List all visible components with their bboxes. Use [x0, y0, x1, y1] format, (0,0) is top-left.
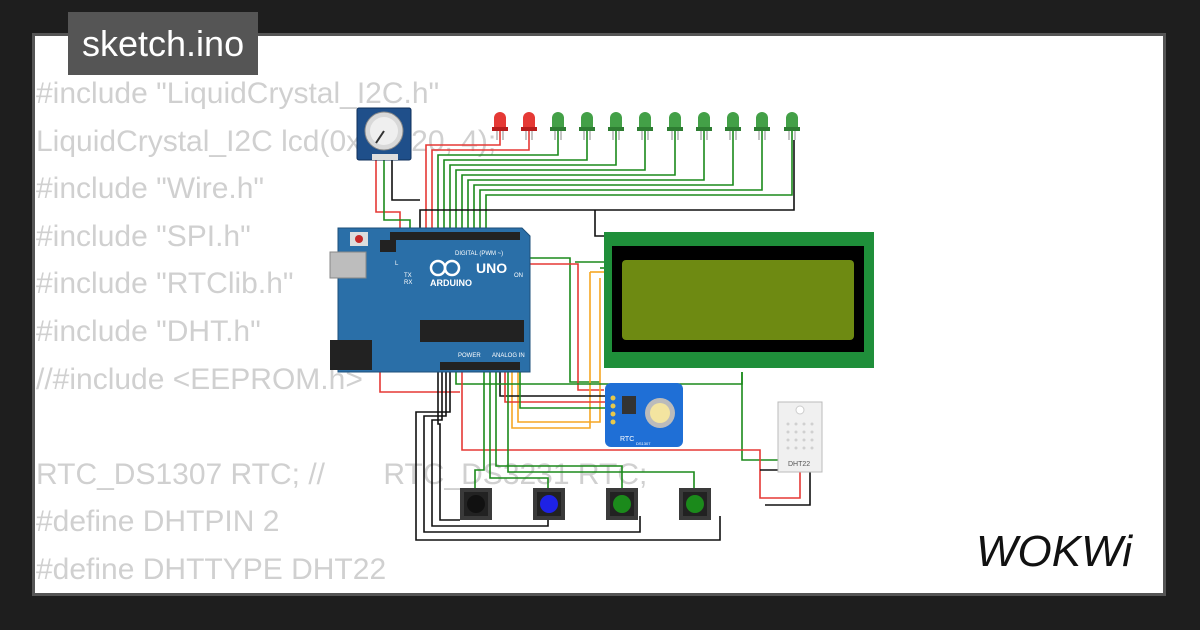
rtc-module[interactable]: RTC DS1307	[605, 383, 683, 447]
lcd-display[interactable]	[604, 232, 874, 368]
wire	[437, 372, 460, 521]
led[interactable]	[754, 112, 770, 140]
power-label: POWER	[458, 353, 481, 359]
pushbutton[interactable]	[533, 488, 565, 520]
dht22-sensor[interactable]: DHT22	[777, 401, 823, 473]
wire	[594, 210, 604, 237]
pushbutton[interactable]	[606, 488, 638, 520]
arduino-uno-board[interactable]: UNO ARDUINO DIGITAL (PWM ~) POWER ANALOG…	[329, 227, 531, 373]
wire	[517, 278, 601, 423]
wire	[455, 128, 646, 232]
wokwi-logo-text: WOKWi	[976, 527, 1133, 576]
code-line: RTC_DS1307 RTC; // RTC_DS3231 RTC;	[36, 457, 648, 491]
wire	[495, 372, 623, 490]
led[interactable]	[725, 112, 741, 140]
wire	[391, 160, 420, 201]
code-line: //#include <EEPROM.h>	[36, 362, 363, 396]
code-line: #include "SPI.h"	[36, 219, 251, 253]
wire	[425, 128, 501, 232]
pushbutton[interactable]	[460, 488, 492, 520]
wire	[461, 128, 676, 232]
wokwi-logo: WOKWi	[976, 527, 1133, 576]
wire	[437, 128, 559, 232]
l-label: L	[395, 261, 399, 267]
code-line: #include "DHT.h"	[36, 314, 261, 348]
wire	[431, 128, 530, 232]
led[interactable]	[579, 112, 595, 140]
code-editor[interactable]: #include "LiquidCrystal_I2C.h" LiquidCrys…	[36, 70, 647, 594]
wire	[765, 478, 811, 506]
file-tab-title[interactable]: sketch.ino	[68, 12, 259, 75]
wire	[507, 372, 695, 490]
board-brand-label: ARDUINO	[430, 278, 472, 288]
led[interactable]	[667, 112, 683, 140]
pushbutton[interactable]	[679, 488, 711, 520]
wire	[479, 128, 763, 232]
dht22-label: DHT22	[788, 461, 810, 468]
digital-pins-label: DIGITAL (PWM ~)	[455, 251, 503, 257]
wire	[485, 128, 793, 232]
code-line: #include "RTClib.h"	[36, 267, 294, 301]
code-line: #define DHTTYPE DHT22	[36, 552, 387, 586]
wire	[423, 372, 641, 533]
rtc-label: RTC	[620, 436, 634, 443]
led[interactable]	[608, 112, 624, 140]
wire	[431, 372, 549, 527]
wire	[449, 128, 617, 232]
code-line: LiquidCrystal_I2C lcd(0x27, 20, 4);	[36, 124, 497, 158]
on-label: ON	[514, 273, 523, 279]
code-line: #include "LiquidCrystal_I2C.h"	[36, 77, 440, 110]
wires	[375, 128, 811, 541]
analog-in-label: ANALOG IN	[492, 353, 525, 359]
wire	[383, 160, 411, 232]
wire	[489, 372, 549, 490]
led[interactable]	[550, 112, 566, 140]
rtc-model-label: DS1307	[636, 441, 651, 446]
wire	[415, 372, 721, 541]
wire	[461, 372, 801, 499]
wire	[375, 160, 401, 232]
sketch-card	[32, 33, 1166, 596]
led[interactable]	[784, 112, 800, 140]
code-line: #define DHTPIN 2	[36, 505, 280, 539]
wire	[419, 140, 795, 232]
wire	[504, 372, 606, 403]
led-array	[492, 112, 800, 140]
wire	[499, 372, 606, 397]
led[interactable]	[696, 112, 712, 140]
wire	[511, 272, 591, 429]
led[interactable]	[521, 112, 537, 140]
potentiometer[interactable]	[356, 107, 412, 161]
wire	[522, 263, 604, 391]
wire	[467, 128, 705, 232]
rx-label: RX	[404, 280, 412, 286]
board-model-label: UNO	[476, 260, 507, 276]
wire	[522, 257, 600, 383]
led[interactable]	[637, 112, 653, 140]
code-line: #include "Wire.h"	[36, 172, 265, 206]
wire	[473, 128, 734, 232]
led[interactable]	[492, 112, 508, 140]
wire	[474, 372, 485, 490]
tx-label: TX	[404, 273, 412, 279]
wire	[443, 128, 588, 232]
